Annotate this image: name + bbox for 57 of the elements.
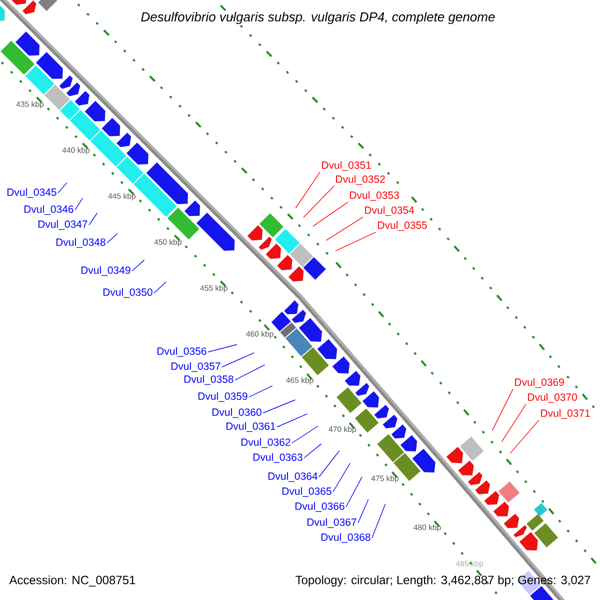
leader-line (303, 186, 334, 218)
gene-label: Dvul_0364 (268, 472, 318, 482)
gene-label: Dvul_0370 (528, 393, 577, 403)
gene-label: Dvul_0365 (282, 487, 332, 497)
gene-label: Dvul_0347 (38, 220, 88, 230)
gene-label: Dvul_0367 (307, 518, 356, 528)
gene-label: Dvul_0352 (336, 175, 385, 185)
gene-label: Dvul_0357 (171, 362, 220, 372)
gene-label: Dvul_0368 (321, 533, 370, 543)
leader-line (222, 352, 255, 368)
info-text: Topology: circular; Length: 3,462,887 bp; Genes: 3,027 (296, 575, 590, 587)
gene-label: Dvul_0371 (541, 409, 590, 419)
gene-label: Dvul_0363 (253, 453, 302, 463)
leader-line (510, 420, 540, 454)
gene-label: Dvul_0346 (24, 205, 74, 215)
leader-line (372, 503, 386, 538)
gene-label: Dvul_0355 (378, 221, 427, 231)
leader-line (335, 232, 376, 252)
leader-line (132, 260, 145, 272)
leader-line (234, 364, 266, 380)
leader-line (262, 400, 296, 414)
leader-line (318, 450, 340, 478)
gene-label: Dvul_0361 (226, 422, 276, 432)
leader-line (501, 404, 526, 442)
leader-line (312, 202, 348, 227)
title: Desulfovibrio vulgaris subsp. vulgaris DP4, complete genome (141, 12, 495, 24)
leader-line (326, 216, 364, 241)
gene-label: Dvul_0358 (184, 375, 234, 385)
leader-line (358, 499, 369, 524)
gene-label: Dvul_0350 (103, 288, 152, 298)
gene-label: Dvul_0369 (515, 378, 564, 388)
leader-line (492, 388, 514, 431)
leader-line (88, 212, 98, 226)
gene-label: Dvul_0353 (350, 191, 399, 201)
leader-line (346, 476, 362, 508)
leader-line (295, 172, 320, 208)
gene-label: Dvul_0351 (322, 161, 371, 171)
gene-label: Dvul_0349 (81, 266, 130, 276)
gene-label: Dvul_0356 (157, 347, 206, 357)
gene-label: Dvul_0360 (212, 408, 262, 418)
leader-line (106, 232, 118, 244)
leader-line (276, 413, 308, 428)
info-text: Accession: NC_008751 (9, 575, 136, 587)
leader-line (154, 282, 166, 294)
gene-label: Dvul_0359 (198, 392, 248, 402)
gene-label: Dvul_0354 (365, 206, 414, 216)
leader-line (208, 344, 238, 352)
leader-line (292, 426, 318, 444)
leader-line (248, 385, 273, 398)
leader-line (58, 182, 68, 194)
gene-label: Dvul_0345 (7, 188, 56, 198)
leader-line (332, 462, 350, 492)
gene-label: Dvul_0366 (295, 502, 344, 512)
leader-line (74, 198, 83, 210)
leader-line (304, 443, 322, 458)
gene-label: Dvul_0348 (56, 238, 106, 248)
gene-label: Dvul_0362 (241, 438, 290, 448)
